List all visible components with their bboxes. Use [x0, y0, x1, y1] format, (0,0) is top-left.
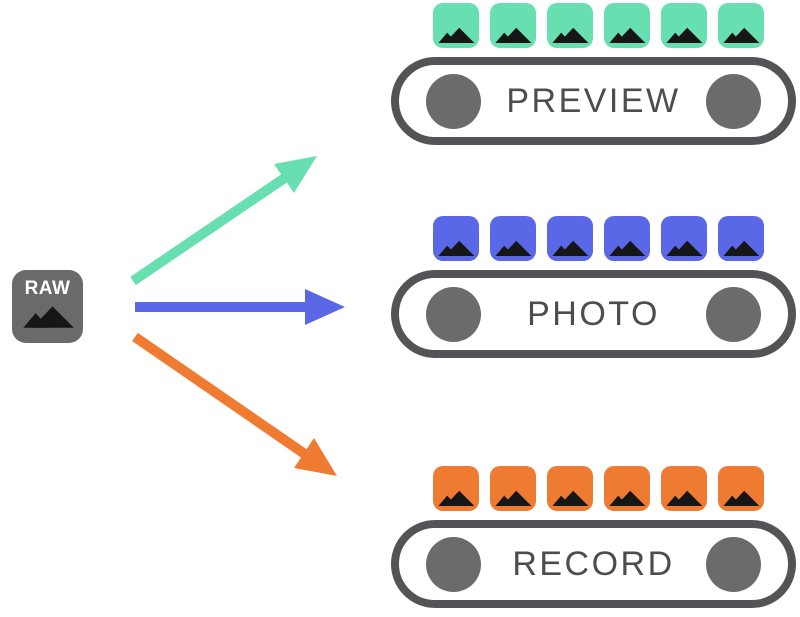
mountain-image-icon [609, 240, 646, 256]
frame-thumbnail [718, 3, 764, 48]
frame-thumbnail [433, 466, 479, 511]
mountain-image-icon [723, 490, 760, 506]
mountain-image-icon [609, 490, 646, 506]
frame-thumbnail [490, 3, 536, 48]
arrow-to-record-icon [132, 332, 337, 476]
mountain-image-icon [666, 27, 703, 43]
frame-thumbnail [604, 216, 650, 261]
raw-source-node: RAW [12, 270, 83, 343]
stream-record: RECORD [391, 466, 796, 608]
frame-row-preview [433, 3, 796, 48]
photo-belt: PHOTO [391, 270, 796, 358]
record-belt: RECORD [391, 520, 796, 608]
belt-roller-right-icon [706, 73, 761, 129]
mountain-image-icon [552, 490, 589, 506]
frame-thumbnail [661, 466, 707, 511]
frame-thumbnail [718, 216, 764, 261]
frame-thumbnail [604, 3, 650, 48]
belt-roller-left-icon [426, 286, 481, 342]
mountain-image-icon [438, 490, 475, 506]
frame-thumbnail [490, 466, 536, 511]
frame-thumbnail [547, 216, 593, 261]
mountain-image-icon [495, 27, 532, 43]
raw-source-label: RAW [24, 278, 71, 299]
belt-roller-right-icon [706, 286, 761, 342]
mountain-image-icon [438, 240, 475, 256]
mountain-image-icon [666, 240, 703, 256]
frame-thumbnail [661, 216, 707, 261]
arrow-to-preview-icon [130, 156, 317, 286]
frame-thumbnail [433, 216, 479, 261]
stream-preview: PREVIEW [391, 3, 796, 145]
belt-roller-left-icon [426, 73, 481, 129]
frame-thumbnail [661, 3, 707, 48]
mountain-image-icon [723, 240, 760, 256]
belt-roller-right-icon [706, 536, 761, 592]
mountain-image-icon [609, 27, 646, 43]
mountain-image-icon [22, 306, 74, 328]
stream-photo: PHOTO [391, 216, 796, 358]
mountain-image-icon [723, 27, 760, 43]
frame-row-photo [433, 216, 796, 261]
arrow-to-photo-icon [135, 289, 345, 325]
belt-roller-left-icon [426, 536, 481, 592]
mountain-image-icon [438, 27, 475, 43]
mountain-image-icon [495, 490, 532, 506]
frame-thumbnail [604, 466, 650, 511]
mountain-image-icon [552, 27, 589, 43]
frame-row-record [433, 466, 796, 511]
preview-belt: PREVIEW [391, 57, 796, 145]
frame-thumbnail [547, 466, 593, 511]
frame-thumbnail [718, 466, 764, 511]
preview-belt-label: PREVIEW [506, 82, 681, 120]
mountain-image-icon [666, 490, 703, 506]
frame-thumbnail [490, 216, 536, 261]
photo-belt-label: PHOTO [527, 295, 660, 333]
record-belt-label: RECORD [512, 545, 675, 583]
mountain-image-icon [552, 240, 589, 256]
mountain-image-icon [495, 240, 532, 256]
frame-thumbnail [547, 3, 593, 48]
frame-thumbnail [433, 3, 479, 48]
